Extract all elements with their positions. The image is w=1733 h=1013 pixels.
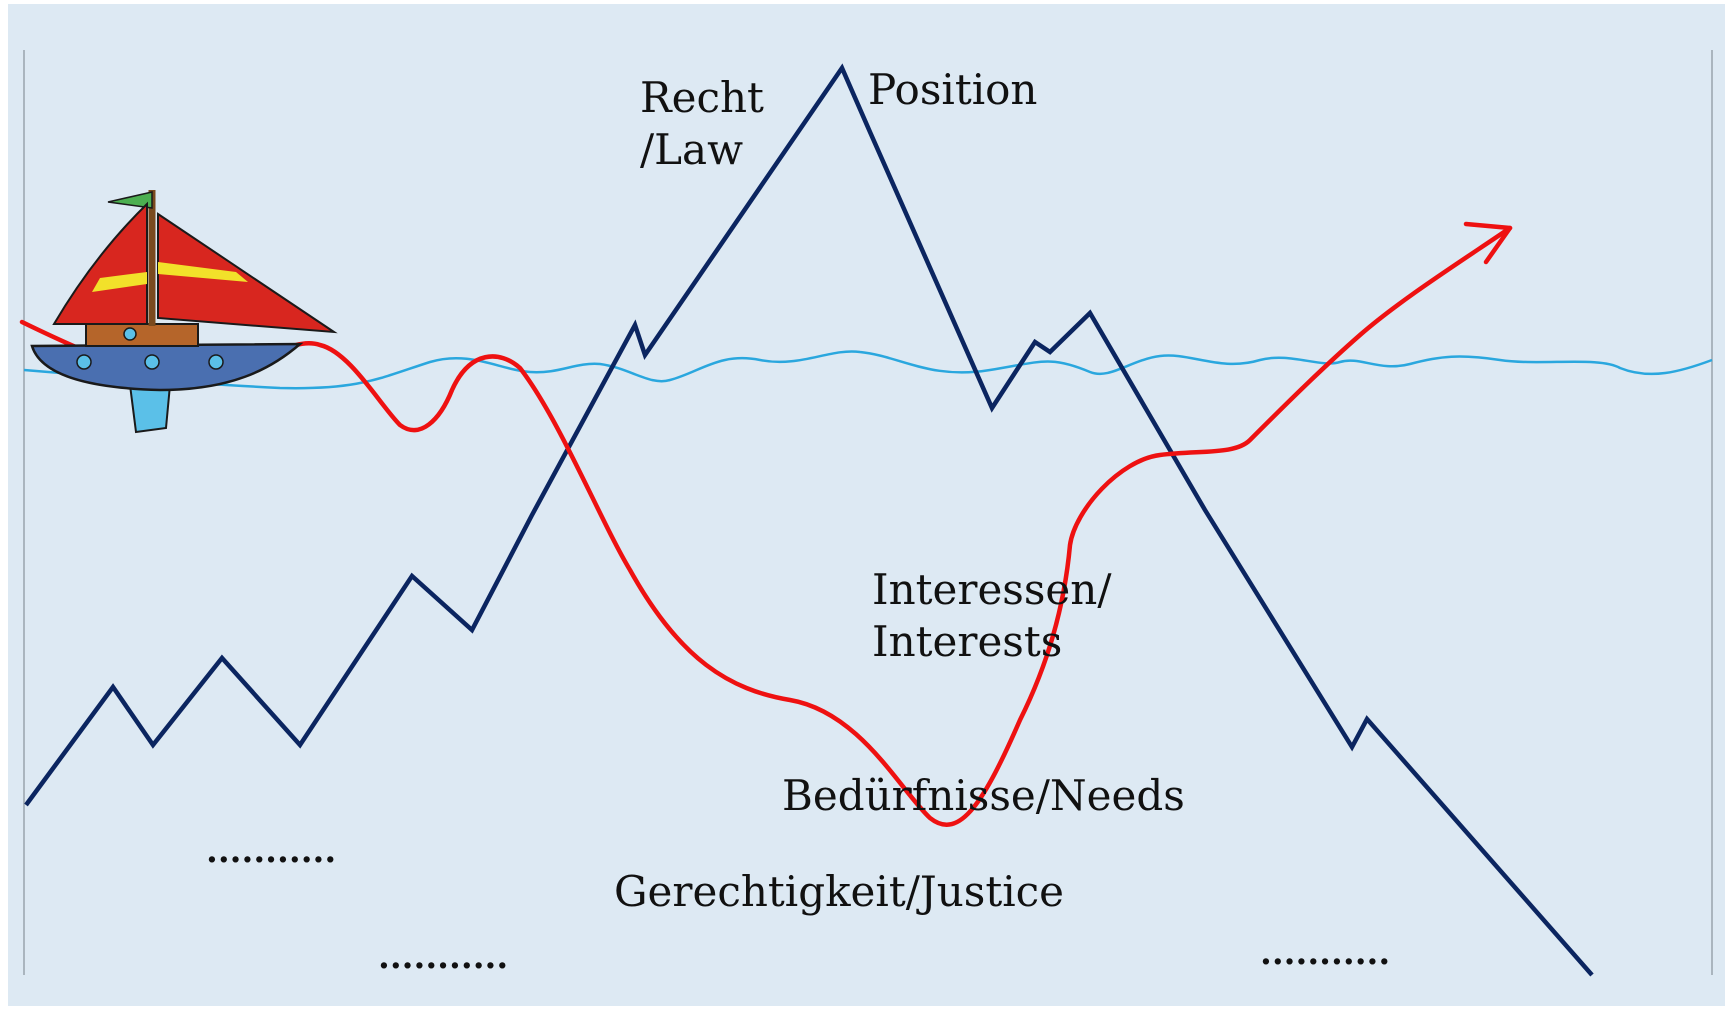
porthole: [144, 354, 160, 370]
interests-label-line-2: Interests: [872, 617, 1062, 666]
position-label: Position: [868, 65, 1037, 114]
left-sail-stripe: [92, 272, 147, 292]
mountain-line: [24, 63, 1594, 977]
left-sail: [52, 201, 148, 325]
law-label-line-2: /Law: [640, 125, 743, 174]
dots-placeholder-1: ...........: [206, 831, 336, 871]
dots-placeholder-2: ...........: [378, 937, 508, 977]
sailboat-icon: [30, 190, 338, 434]
right-sail-stripe: [158, 262, 248, 282]
negotiation-path: [19, 225, 1513, 827]
interests-label-line-1: Interessen/: [872, 565, 1112, 614]
diagram-background: [8, 4, 1725, 1006]
boat-flag: [107, 191, 153, 209]
law-label-line-1: Recht: [640, 73, 764, 122]
boat-hull: [30, 342, 304, 392]
needs-label: Bedürfnisse/Needs: [782, 771, 1185, 820]
boat-keel: [128, 384, 172, 434]
water-line: [23, 350, 1713, 390]
dots-placeholder-3: ...........: [1260, 933, 1390, 973]
boat-deck: [85, 323, 199, 347]
porthole: [76, 354, 92, 370]
justice-label: Gerechtigkeit/Justice: [614, 867, 1064, 916]
porthole: [208, 354, 224, 370]
porthole: [123, 327, 137, 341]
arrow-head-icon: [1463, 221, 1513, 265]
